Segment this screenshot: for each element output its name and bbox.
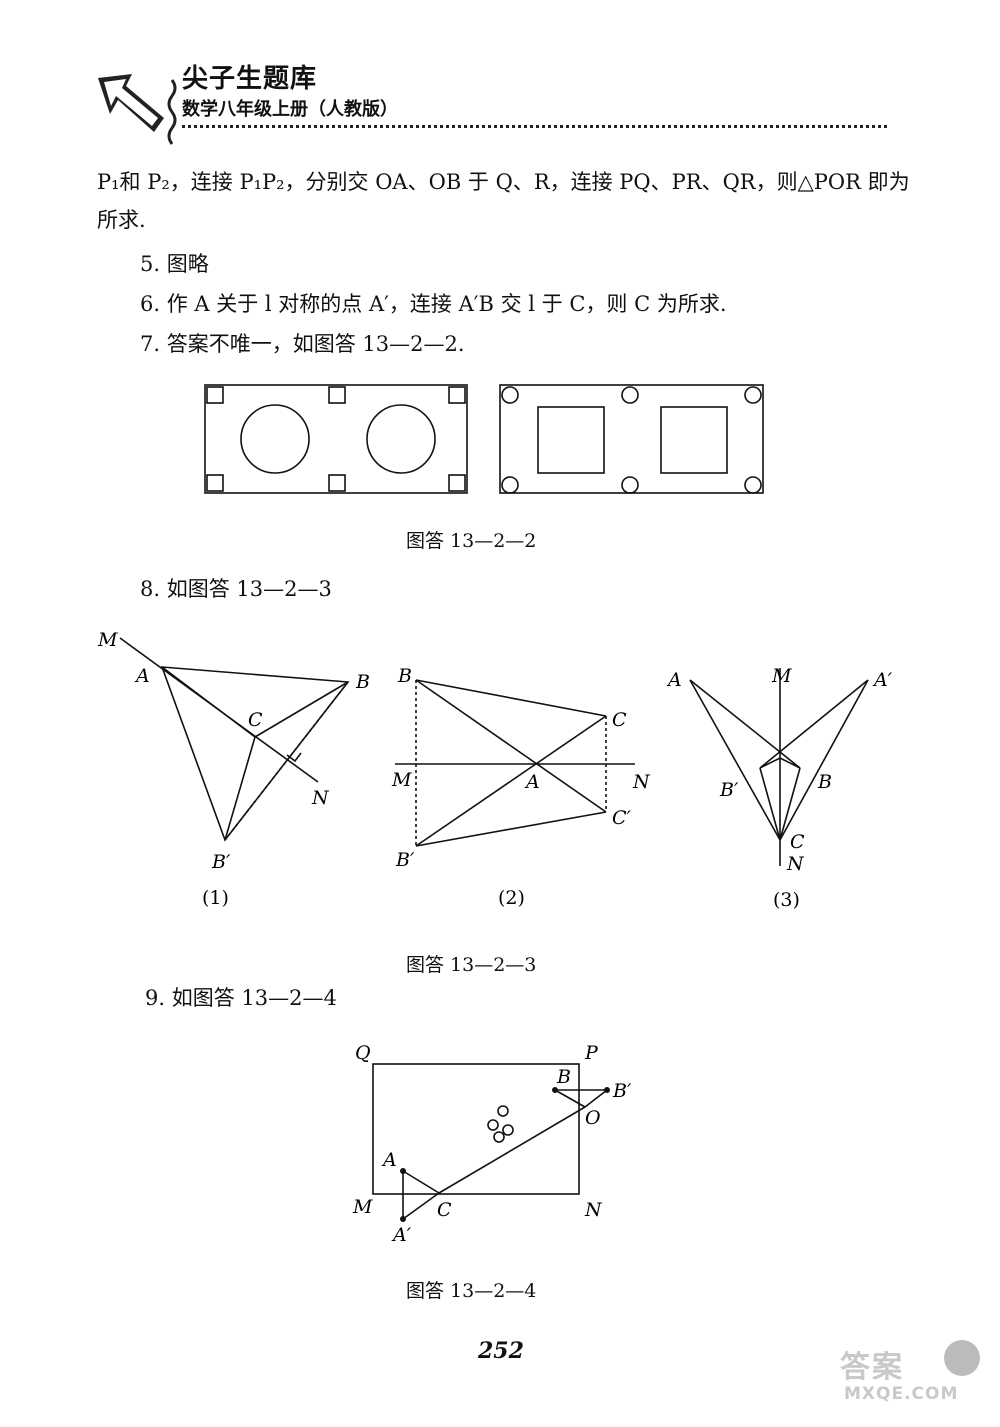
label-M: M — [771, 665, 792, 687]
label-B: B — [556, 1066, 571, 1088]
label-C: C — [612, 709, 627, 731]
label-M: M — [391, 769, 412, 791]
answer-item-6: 6. 作 A 关于 l 对称的点 A′，连接 A′B 交 l 于 C，则 C 为… — [140, 292, 727, 316]
answer-item-5: 5. 图略 — [140, 252, 209, 276]
label-Bp: B′ — [211, 851, 231, 873]
label-O: O — [585, 1107, 601, 1129]
panel-label-3: (3) — [773, 889, 800, 911]
label-Ap: A′ — [391, 1224, 412, 1246]
label-N: N — [632, 771, 651, 793]
answer-item-8: 8. 如图答 13—2—3 — [140, 577, 332, 601]
answer-item-9: 9. 如图答 13—2—4 — [145, 986, 337, 1010]
panel-1 — [119, 637, 350, 842]
label-N: N — [311, 787, 330, 809]
figure-13-2-3: M A B C N B′ (1) B C M A N C′ B′ (2) A M… — [97, 629, 893, 911]
header-divider — [182, 125, 887, 128]
label-Q: Q — [355, 1042, 371, 1064]
answer-item-7: 7. 答案不唯一，如图答 13—2—2. — [140, 332, 465, 356]
book-subtitle: 数学八年级上册（人教版） — [182, 99, 398, 120]
label-M: M — [97, 629, 118, 651]
label-B: B — [397, 665, 412, 687]
label-C: C — [790, 831, 805, 853]
label-Bp: B′ — [719, 779, 739, 801]
label-A: A — [524, 771, 540, 793]
label-P: P — [584, 1042, 599, 1064]
arrow-logo-icon — [98, 74, 177, 145]
label-A: A — [134, 665, 150, 687]
label-Ap: A′ — [872, 669, 893, 691]
label-C: C — [437, 1199, 452, 1221]
label-N: N — [584, 1199, 603, 1221]
label-M: M — [352, 1196, 373, 1218]
watermark: 答案 MXQE.COM — [836, 1336, 986, 1416]
label-A: A — [381, 1149, 397, 1171]
label-B: B — [355, 671, 370, 693]
label-Cp: C′ — [612, 807, 632, 829]
panel-2 — [395, 679, 635, 847]
label-N: N — [786, 853, 805, 875]
label-A: A — [666, 669, 682, 691]
figure-caption: 图答 13—2—4 — [406, 1280, 537, 1302]
rect-left — [204, 384, 468, 494]
label-Bp: B′ — [395, 849, 415, 871]
label-Bp: B′ — [612, 1080, 632, 1102]
series-title: 尖子生题库 — [182, 64, 318, 94]
header-logo — [92, 70, 182, 150]
label-C: C — [248, 709, 263, 731]
page-number: 252 — [478, 1338, 524, 1364]
paragraph-line: P₁和 P₂，连接 P₁P₂，分别交 OA、OB 于 Q、R，连接 PQ、PR、… — [97, 170, 910, 194]
panel-label-2: (2) — [498, 887, 525, 909]
figure-caption: 图答 13—2—3 — [406, 954, 537, 976]
panel-3 — [689, 668, 869, 866]
figure-13-2-4: Q P B B′ O A M C N A′ — [352, 1042, 632, 1246]
figure-caption: 图答 13—2—2 — [406, 530, 537, 552]
figure-13-2-2 — [204, 384, 764, 494]
watermark-text: 答案 — [840, 1350, 904, 1385]
panel-label-1: (1) — [202, 887, 229, 909]
watermark-url: MXQE.COM — [844, 1384, 959, 1404]
paragraph-line: 所求. — [97, 208, 146, 232]
watermark-logo-icon — [944, 1340, 980, 1376]
label-B: B — [817, 771, 832, 793]
